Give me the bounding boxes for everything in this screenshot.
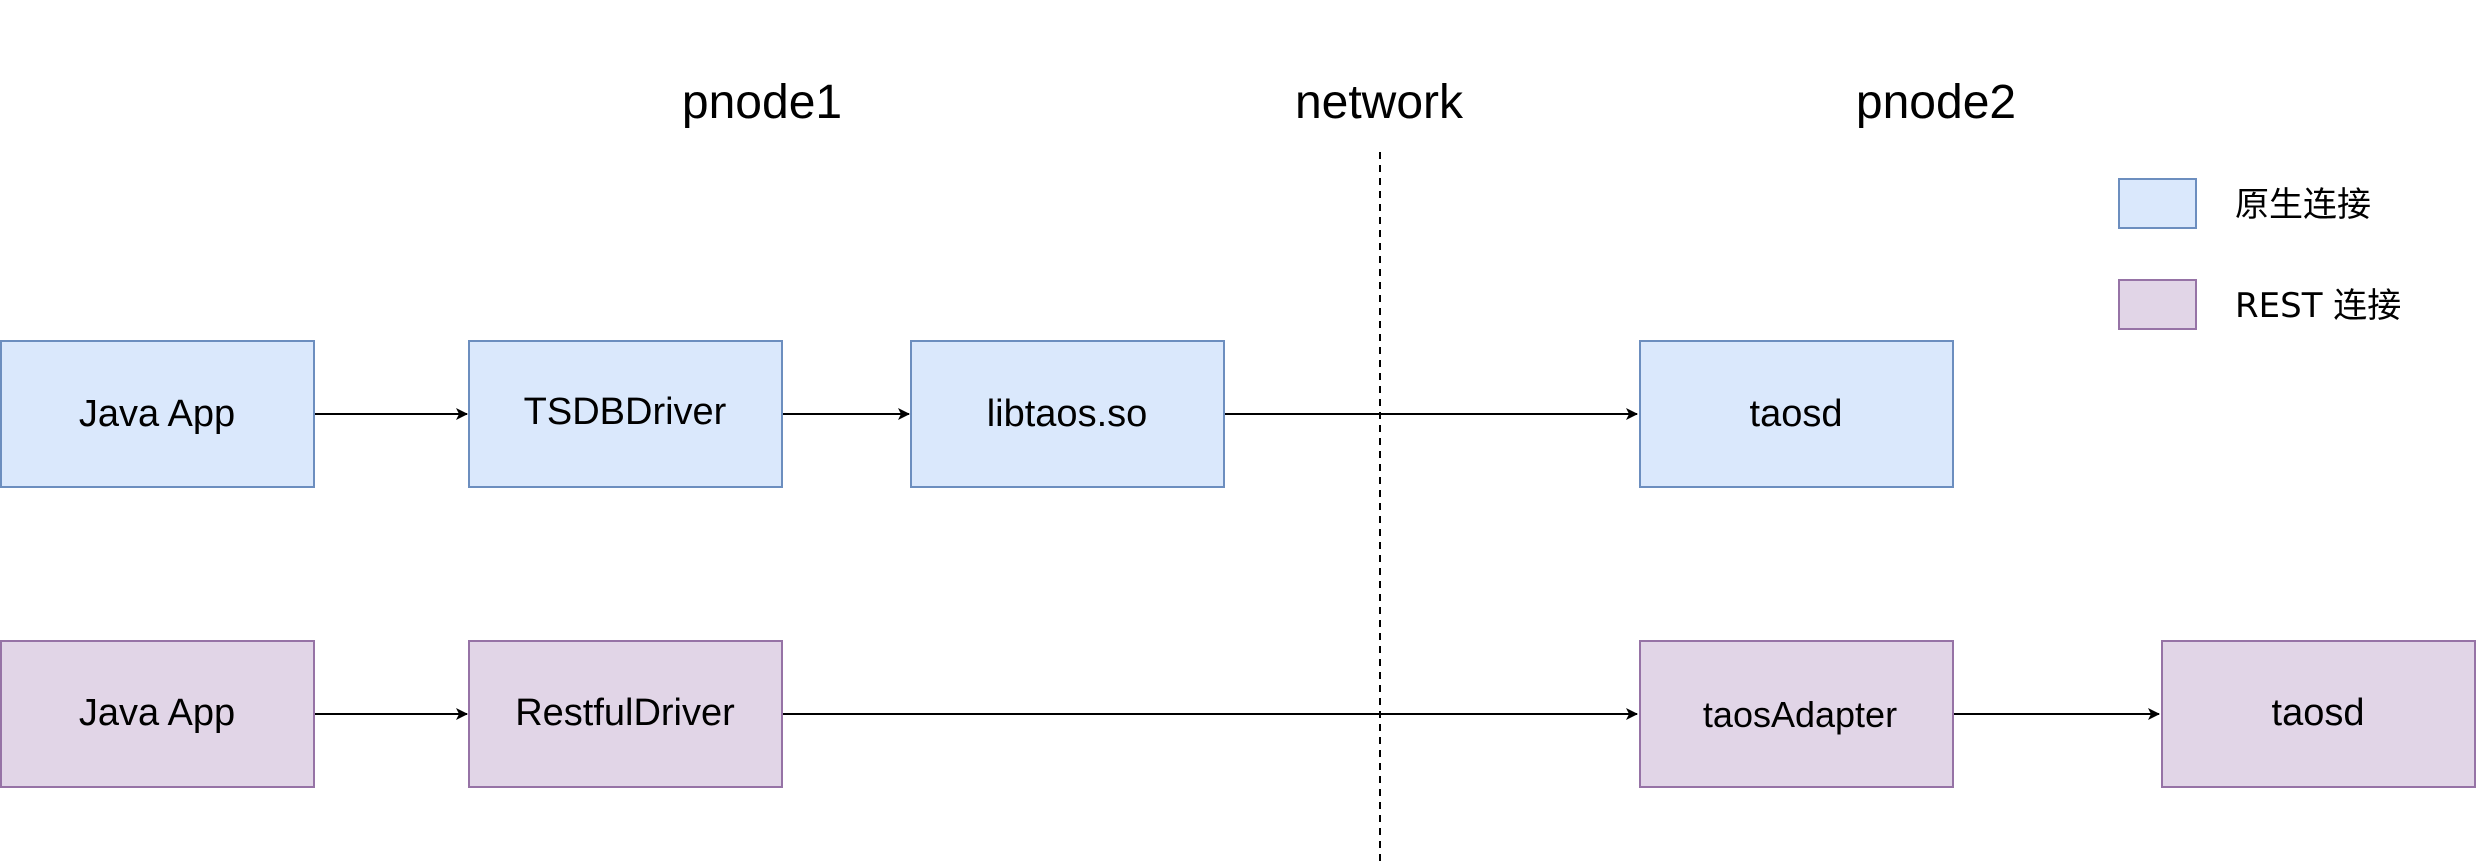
legend-rest-swatch — [2118, 279, 2197, 330]
legend-rest-label: REST 连接 — [2235, 286, 2401, 326]
pnode1-heading: pnode1 — [682, 76, 842, 129]
native-taosd-node: taosd — [1639, 340, 1954, 488]
native-java-app-label: Java App — [79, 393, 235, 435]
rest-java-app-label: Java App — [79, 692, 235, 734]
libtaos-node: libtaos.so — [910, 340, 1225, 488]
native-taosd-label: taosd — [1750, 393, 1843, 435]
rest-taosd-node: taosd — [2161, 640, 2476, 788]
taosadapter-node: taosAdapter — [1639, 640, 1954, 788]
legend-native-swatch — [2118, 178, 2197, 229]
pnode2-heading: pnode2 — [1856, 76, 2016, 129]
legend-native-label: 原生连接 — [2235, 185, 2371, 225]
rest-taosd-label: taosd — [2272, 692, 2365, 734]
native-java-app-node: Java App — [0, 340, 315, 488]
rest-java-app-node: Java App — [0, 640, 315, 788]
restfuldriver-label: RestfulDriver — [515, 692, 735, 734]
network-heading: network — [1295, 76, 1464, 129]
libtaos-label: libtaos.so — [987, 393, 1148, 435]
tsdbdriver-label: TSDBDriver — [524, 391, 727, 433]
restfuldriver-node: RestfulDriver — [468, 640, 783, 788]
tsdbdriver-node: TSDBDriver — [468, 340, 783, 488]
taosadapter-label: taosAdapter — [1703, 694, 1897, 735]
